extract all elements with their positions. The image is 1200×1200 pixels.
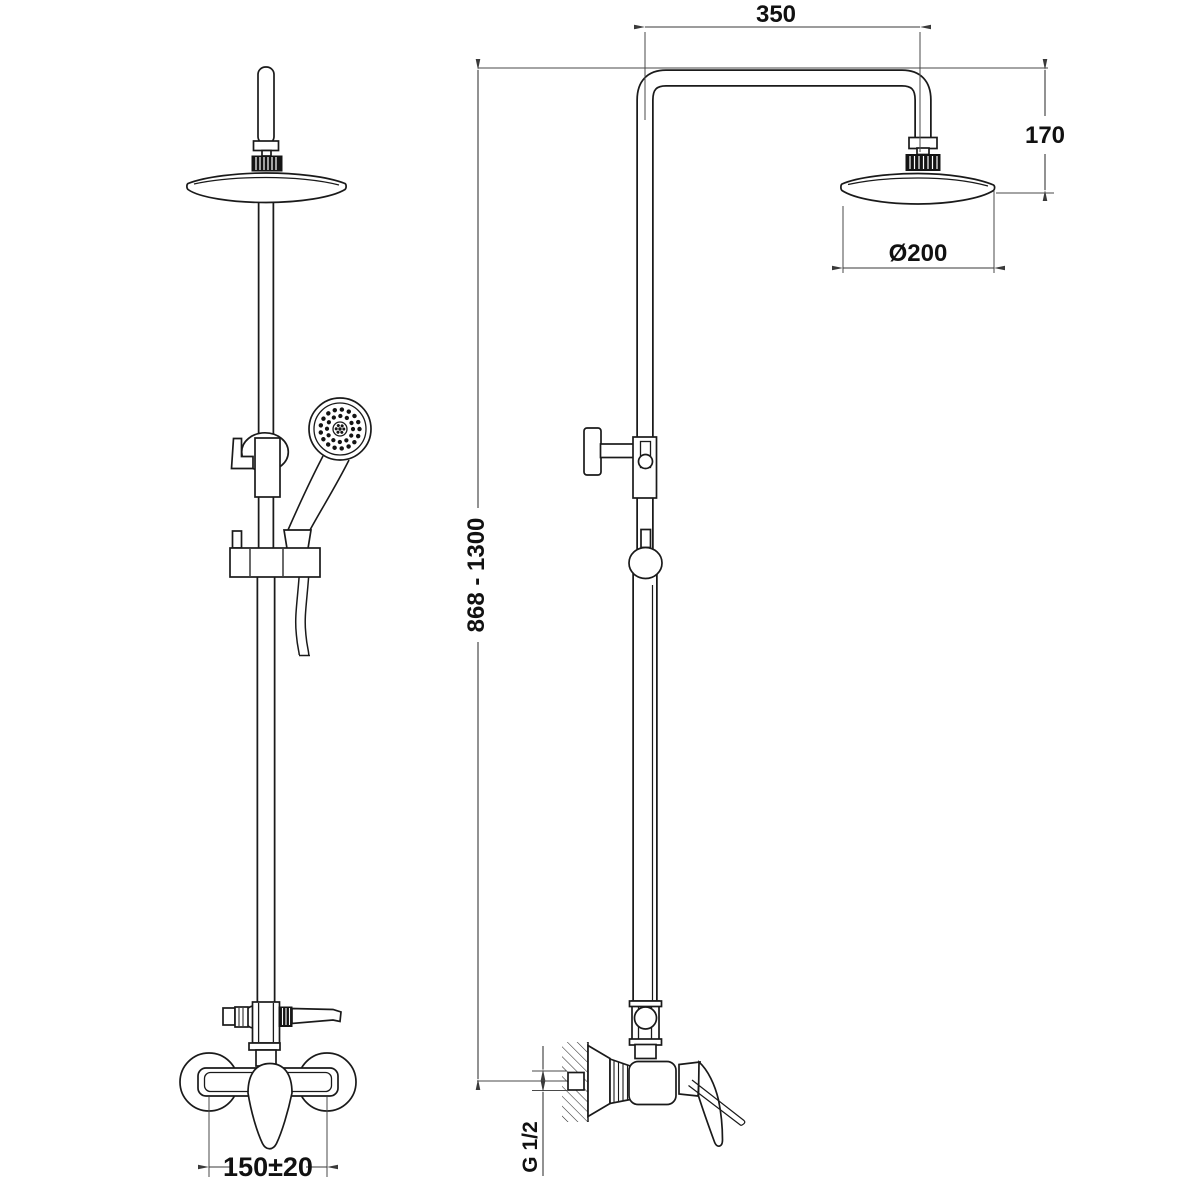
knurl-lines <box>909 156 938 169</box>
side-column-pipe <box>632 69 932 1003</box>
front-mixer <box>179 1001 357 1150</box>
dim-head-drop-label: 170 <box>1025 122 1065 149</box>
dimension-arm-reach: 350 <box>634 1 931 152</box>
diverter-button <box>633 1006 658 1030</box>
valve-body-side <box>628 1060 677 1106</box>
slider-lock-knob <box>231 530 243 549</box>
front-spout <box>278 1006 342 1027</box>
side-wall-bracket <box>583 427 658 499</box>
dim-arm-reach-label: 350 <box>756 1 796 28</box>
nozzle-ring-outer <box>318 407 362 451</box>
dimension-inlet-thread: G 1/2 <box>519 1046 567 1176</box>
bracket-knob <box>583 427 602 476</box>
dimension-inlet-spacing: 150±20 <box>198 1097 338 1182</box>
front-top-stub <box>257 66 275 145</box>
side-rain-head <box>840 136 996 205</box>
dim-column-height-label: 868 - 1300 <box>463 518 490 633</box>
front-view: 150±20 <box>179 66 372 1182</box>
front-head-connector <box>251 140 283 172</box>
hand-shower-grip <box>287 455 350 531</box>
dimension-head-drop: 170 <box>996 59 1065 201</box>
lever-base-side <box>678 1061 701 1097</box>
shower-hose <box>294 559 311 657</box>
front-wall-bracket <box>230 431 290 498</box>
lever-blade-side <box>697 1060 724 1147</box>
knurl-lines <box>255 157 277 170</box>
diverter-handle <box>230 437 254 470</box>
front-rain-head <box>186 172 347 204</box>
dimension-head-diameter: Ø200 <box>832 191 1005 273</box>
side-slider-knob <box>628 528 663 580</box>
dim-inlet-thread-label: G 1/2 <box>519 1121 542 1172</box>
dim-head-diameter-label: Ø200 <box>889 240 948 267</box>
side-view: 350 170 Ø200 868 - 1300 G 1/ <box>463 1 1065 1176</box>
lever-phantom <box>688 1079 746 1127</box>
hand-shower-ferrule <box>283 529 312 550</box>
dim-inlet-spacing-label: 150±20 <box>223 1152 313 1182</box>
slider-holder <box>229 530 321 578</box>
hand-shower <box>283 397 372 550</box>
side-mixer <box>477 1000 746 1147</box>
mixer-lever-front <box>247 1062 293 1150</box>
side-escutcheon <box>587 1044 611 1118</box>
dimension-column-height: 868 - 1300 <box>463 59 490 1090</box>
nozzle-ring-inner <box>324 413 356 445</box>
inlet-connector <box>567 1071 585 1091</box>
front-diverter-knob <box>222 1006 249 1028</box>
